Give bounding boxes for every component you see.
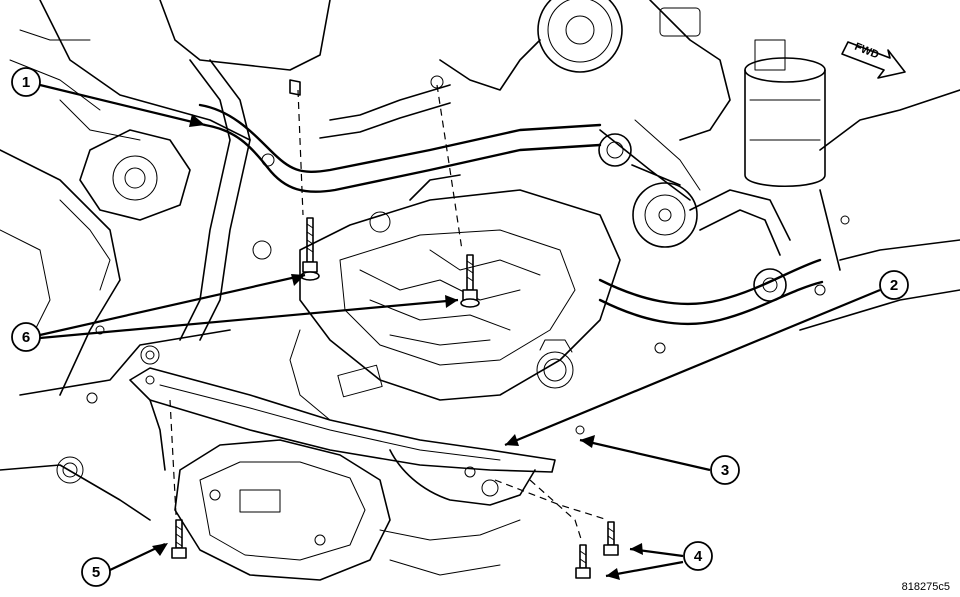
leader-arrowheads [152, 114, 643, 580]
vehicle-body-outline [0, 0, 960, 521]
callout-6: 6 [11, 322, 41, 352]
install-paths [169, 75, 609, 543]
callout-4-label: 4 [694, 548, 703, 565]
callout-2-label: 2 [890, 277, 898, 294]
left-driveline [9, 29, 251, 341]
accessory-drive [537, 0, 841, 302]
figure-id-label: 818275c5 [902, 581, 950, 593]
bolt-5 [171, 519, 187, 559]
fwd-arrow-icon: FWD [841, 41, 906, 79]
callout-5-label: 5 [92, 564, 100, 581]
crossmember [129, 367, 556, 506]
callout-3-label: 3 [721, 462, 729, 479]
transmission-pan [174, 439, 521, 581]
callout-5: 5 [81, 557, 111, 587]
engine-block [289, 189, 621, 431]
bolt-4-left [575, 544, 591, 579]
bolt-6-lower [460, 254, 480, 308]
bolt-4-right [603, 521, 619, 556]
callout-4: 4 [683, 541, 713, 571]
callout-1-label: 1 [22, 74, 30, 91]
callout-leaders [39, 83, 881, 578]
callout-2: 2 [879, 270, 909, 300]
bolt-6-upper [300, 217, 320, 281]
upper-tubes [198, 39, 824, 326]
callout-6-label: 6 [22, 329, 30, 346]
callout-3: 3 [710, 455, 740, 485]
callout-1: 1 [11, 67, 41, 97]
